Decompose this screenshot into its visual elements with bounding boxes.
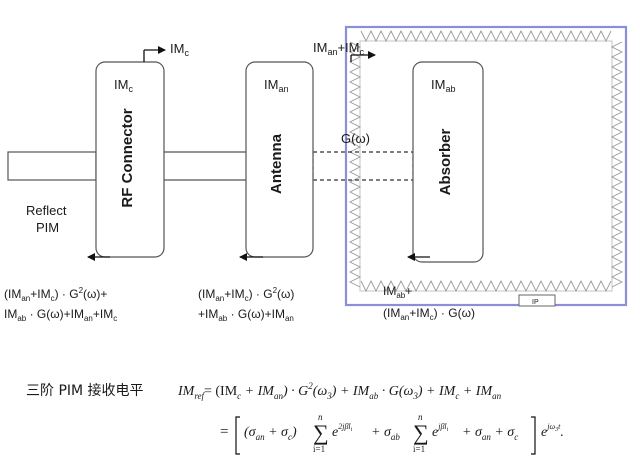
- g-omega-label: G(ω): [341, 131, 370, 146]
- chamber-border: [344, 25, 628, 307]
- absorber-eq-line2: (IMan+IMc) · G(ω): [383, 306, 475, 322]
- connector-eq-line1: (IMan+IMc) · G2(ω)+: [4, 286, 107, 303]
- absorber-vertical-label: Absorber: [437, 129, 454, 196]
- sum1-sigma: ∑: [313, 420, 329, 445]
- antenna-block: IMan Antenna: [245, 61, 314, 258]
- absorber-wedge-row: [610, 41, 624, 288]
- absorber-label: IMab: [431, 77, 455, 94]
- antenna-vertical-label: Antenna: [268, 133, 285, 194]
- antenna-eq-line2: +IMab · G(ω)+IMan: [198, 307, 294, 323]
- antenna-eq-line1: (IMan+IMc) · G2(ω): [198, 286, 294, 303]
- pim-formula: 三阶 PIM 接收电平 IMref= (IMc + IMan) · G2(ω3)…: [26, 381, 564, 455]
- reflect-label-line2: PIM: [36, 220, 59, 235]
- absorber-box: [412, 61, 484, 263]
- absorber-block: IMab Absorber: [412, 61, 484, 263]
- chamber-port-tag: IP: [532, 299, 539, 306]
- absorber-wedge-row: [360, 279, 612, 293]
- absorber-eq-line1: IMab+: [383, 284, 412, 300]
- formula-prefix: 三阶 PIM 接收电平: [26, 382, 144, 399]
- absorber-wedge-row: [348, 41, 362, 288]
- input-cable: [7, 151, 97, 181]
- sum2-sigma: ∑: [413, 420, 429, 445]
- formula-line2-eq: =: [220, 424, 228, 440]
- antenna-box: [245, 61, 314, 258]
- antenna-emission-label: IMan+IMc: [313, 40, 365, 57]
- rf-connector-label: IMc: [114, 77, 133, 94]
- connector-emission-label: IMc: [170, 41, 189, 58]
- sum1-top: n: [318, 412, 323, 422]
- antenna-label: IMan: [264, 77, 288, 94]
- formula-line2-sigma-ab: + σab: [371, 425, 400, 442]
- antenna-equation: (IMan+IMc) · G2(ω) +IMab · G(ω)+IMan: [198, 286, 294, 323]
- formula-line2-exp: ejω3t.: [541, 422, 564, 440]
- bracket-right: [531, 416, 536, 455]
- formula-line1: IMref= (IMc + IMan) · G2(ω3) + IMab · G(…: [177, 381, 502, 401]
- connector-eq-line2: IMab · G(ω)+IMan+IMc: [4, 307, 117, 323]
- rf-connector-box: [95, 61, 165, 258]
- absorber-wedges: [348, 29, 624, 293]
- sum2-top: n: [418, 412, 423, 422]
- formula-line2-a: (σan + σc): [244, 425, 297, 442]
- rf-connector-vertical-label: RF Connector: [119, 108, 136, 207]
- bracket-left: [235, 416, 240, 455]
- absorber-wedge-row: [360, 29, 612, 43]
- reflect-label-line1: Reflect: [26, 203, 67, 218]
- formula-line2-e2: ejβli: [432, 422, 449, 440]
- sum1-bottom: i=1: [313, 444, 325, 454]
- formula-line2-tail: + σan + σc: [462, 425, 518, 442]
- connector-equation: (IMan+IMc) · G2(ω)+ IMab · G(ω)+IMan+IMc: [4, 286, 117, 323]
- formula-line2-e1: e2jβli: [332, 422, 353, 440]
- chamber-port: [518, 294, 556, 307]
- sum2-bottom: i=1: [413, 444, 425, 454]
- anechoic-chamber: IP: [344, 25, 628, 307]
- emission-arrows: IMc IMan+IMc: [143, 40, 376, 62]
- rf-connector-block: IMc RF Connector: [95, 61, 165, 258]
- absorber-equation: IMab+ (IMan+IMc) · G(ω): [383, 284, 475, 322]
